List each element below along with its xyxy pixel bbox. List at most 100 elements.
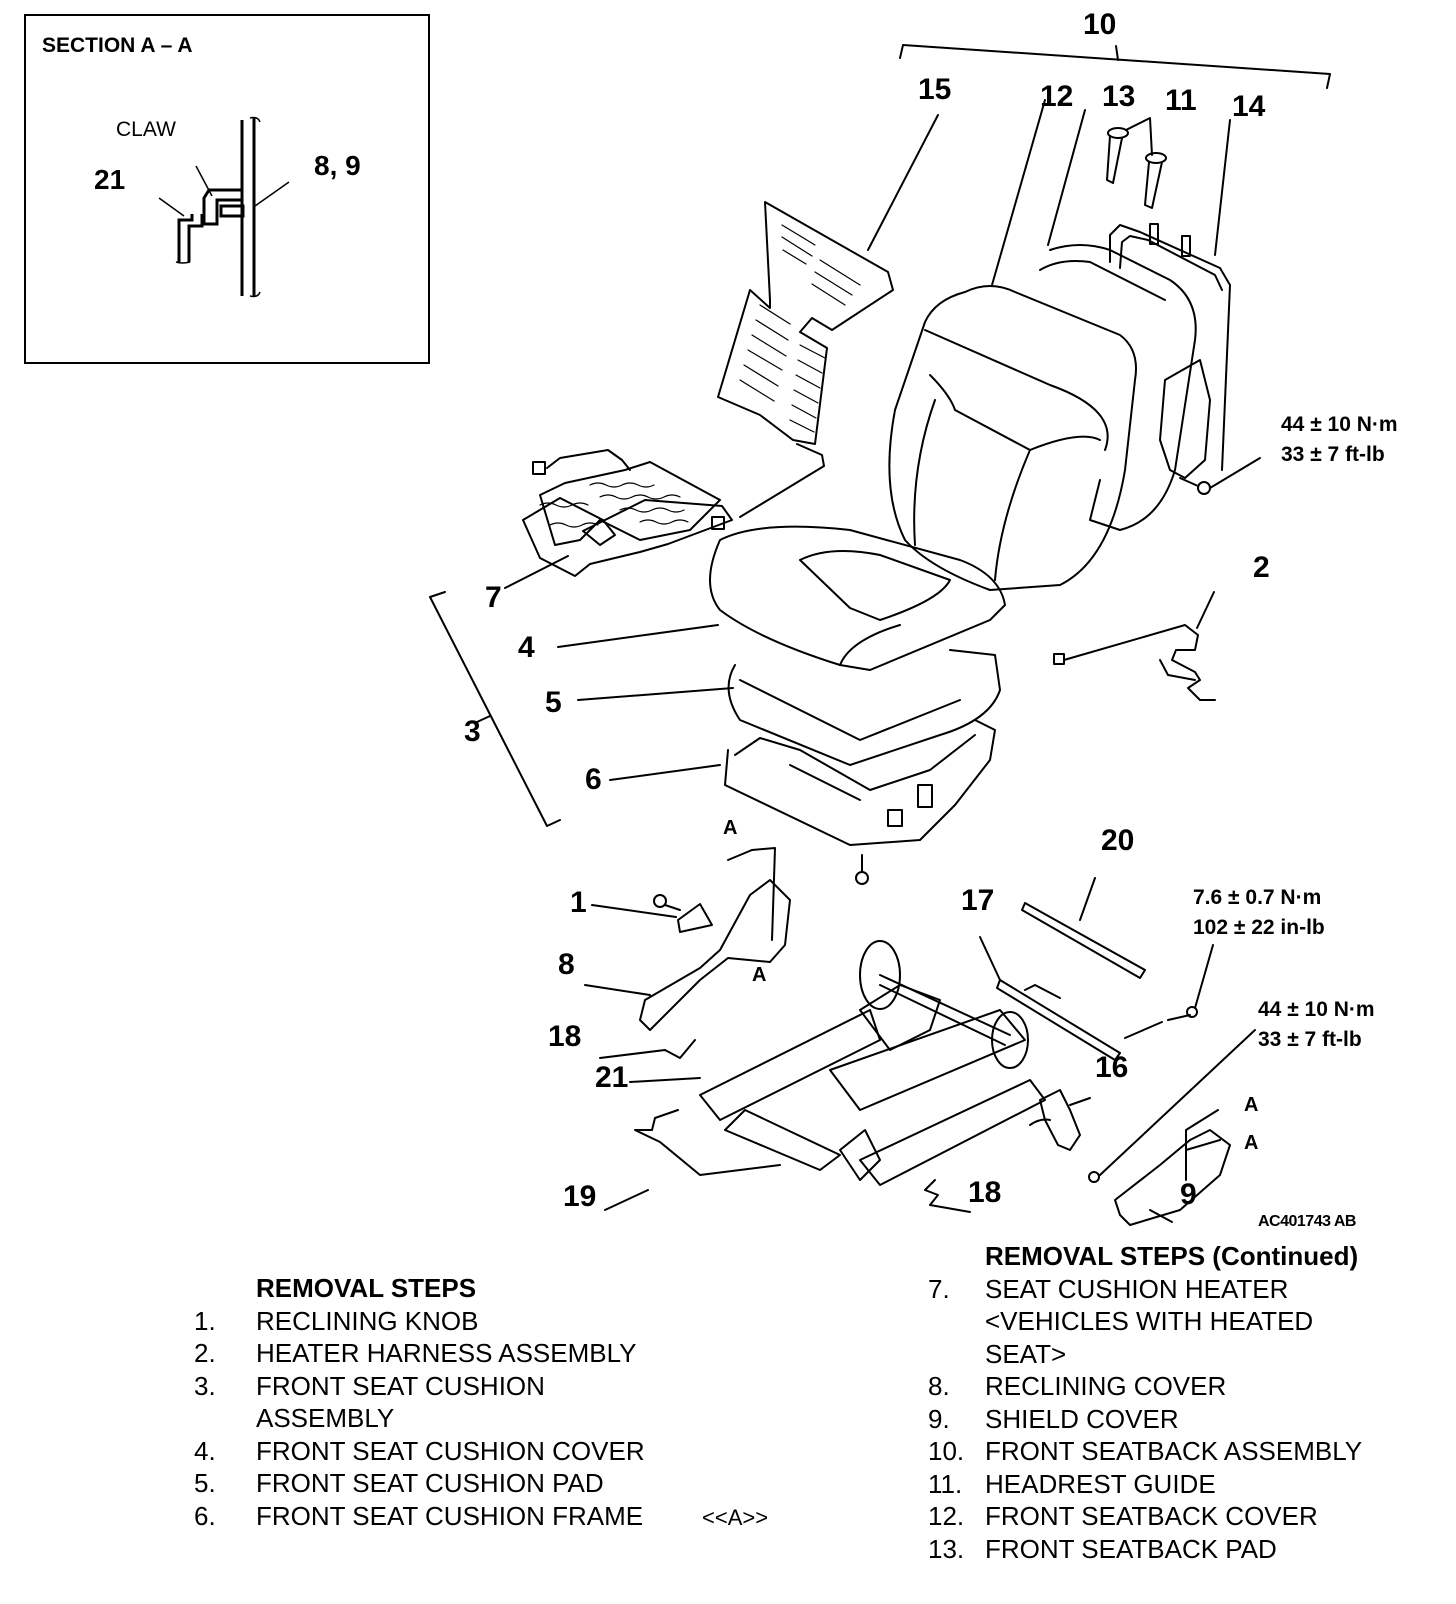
section-marker-a: A <box>1244 1132 1259 1154</box>
callout-18-right: 18 <box>968 1176 1002 1209</box>
clip-18-left <box>599 1039 696 1059</box>
step-item: 11. HEADREST GUIDE <box>928 1468 1448 1501</box>
callout-9: 9 <box>1180 1178 1197 1211</box>
buckle-16 <box>1029 1089 1091 1151</box>
callout-6: 6 <box>585 763 602 796</box>
section-marker-a: A <box>723 817 738 839</box>
step-item: 9. SHIELD COVER <box>928 1403 1448 1436</box>
step-number: 1. <box>194 1305 216 1336</box>
step-number: 3. <box>194 1370 216 1401</box>
bolt-seatback <box>1179 457 1261 495</box>
bracket-3 <box>429 591 561 827</box>
step-item: 5. FRONT SEAT CUSHION PAD <box>194 1467 834 1500</box>
torque-imperial: 102 ± 22 in-lb <box>1193 916 1325 939</box>
callout-20: 20 <box>1101 824 1135 857</box>
torque-spec-shield: 44 ± 10 N·m 33 ± 7 ft-lb <box>1258 995 1375 1055</box>
step-text: FRONT SEATBACK PAD <box>985 1533 1277 1564</box>
step-number: 11. <box>928 1468 963 1499</box>
section-title: SECTION A – A <box>42 34 193 57</box>
step-item: 12. FRONT SEATBACK COVER <box>928 1500 1448 1533</box>
callout-8: 8 <box>558 948 575 981</box>
step-number: 5. <box>194 1468 216 1498</box>
step-text: HEADREST GUIDE <box>985 1468 1216 1499</box>
bar-17 <box>979 936 1121 1061</box>
step-text: FRONT SEATBACK COVER <box>985 1501 1318 1531</box>
callout-18-left: 18 <box>548 1020 582 1053</box>
claw-section-drawing <box>158 116 290 298</box>
step-number: 8. <box>928 1371 950 1401</box>
step-text: HEATER HARNESS ASSEMBLY <box>256 1338 637 1368</box>
torque-imperial: 33 ± 7 ft-lb <box>1258 1028 1362 1051</box>
cushion-frame-6 <box>609 719 996 846</box>
step-number: 9. <box>928 1403 950 1434</box>
step-number: 12. <box>928 1501 965 1531</box>
step-number: 10. <box>928 1436 965 1466</box>
step-number: 13. <box>928 1533 965 1564</box>
clip-18-right <box>924 1179 971 1213</box>
step-text: RECLINING COVER <box>985 1371 1227 1401</box>
step-text: FRONT SEAT CUSHION COVER <box>256 1435 645 1466</box>
step-number: 2. <box>194 1338 216 1368</box>
claw-label: CLAW <box>116 118 176 141</box>
step-item: 4.FRONT SEAT CUSHION COVER <box>194 1435 834 1468</box>
step-text: RECLINING KNOB <box>256 1305 479 1336</box>
torque-imperial: 33 ± 7 ft-lb <box>1281 443 1385 466</box>
torque-metric: 44 ± 10 N·m <box>1258 998 1375 1021</box>
section-marker-a: A <box>1244 1094 1259 1116</box>
removal-steps-left: REMOVAL STEPS 1. RECLINING KNOB 2. HEATER … <box>194 1272 834 1532</box>
step-item: 13. FRONT SEATBACK PAD <box>928 1533 1448 1566</box>
removal-steps-heading: REMOVAL STEPS <box>256 1273 477 1303</box>
torque-metric: 44 ± 10 N·m <box>1281 413 1398 436</box>
step-text: SHIELD COVER <box>985 1403 1179 1434</box>
step-item: 3. FRONT SEAT CUSHION ASSEMBLY <box>194 1370 834 1435</box>
cushion-pad-5 <box>577 649 1001 766</box>
step-text: FRONT SEATBACK ASSEMBLY <box>985 1436 1363 1466</box>
callout-15: 15 <box>918 73 952 106</box>
bolt-cushion-frame <box>855 854 869 885</box>
callout-12: 12 <box>1040 80 1074 113</box>
step-number: 7. <box>928 1273 950 1304</box>
callout-10: 10 <box>1083 8 1117 41</box>
callout-3: 3 <box>464 715 481 748</box>
removal-steps-right: REMOVAL STEPS (Continued) 7. SEAT CUSHION… <box>928 1240 1448 1565</box>
callout-11: 11 <box>1165 84 1197 117</box>
callout-5: 5 <box>545 686 562 719</box>
wire-19 <box>604 1109 781 1211</box>
callout-13: 13 <box>1102 80 1136 113</box>
callout-19: 19 <box>563 1180 597 1213</box>
exploded-seat-diagram <box>429 44 1331 1226</box>
callout-21: 21 <box>595 1061 629 1094</box>
reclining-cover-8 <box>584 847 791 1031</box>
step-text: SEAT CUSHION HEATER <VEHICLES WITH HEATE… <box>985 1273 1314 1369</box>
headrest-guides-11 <box>1106 117 1167 209</box>
figure-reference-code: AC401743 AB <box>1258 1213 1356 1230</box>
step-number: 6. <box>194 1500 216 1531</box>
procedure-note-a: <<A>> <box>702 1504 769 1530</box>
callout-4: 4 <box>518 631 535 664</box>
section-callout-8-9: 8, 9 <box>314 150 361 181</box>
callout-17: 17 <box>961 884 995 917</box>
callout-1: 1 <box>570 886 587 919</box>
cushion-heater-7 <box>504 449 733 589</box>
section-a-a-inset: SECTION A – A CLAW 21 8, 9 <box>24 14 430 364</box>
shield-cover-9 <box>1088 1029 1256 1226</box>
seatback-frame-14 <box>1109 119 1231 479</box>
cushion-cover-4 <box>557 525 1006 671</box>
reclining-knob-1 <box>591 894 713 933</box>
step-item: 6.FRONT SEAT CUSHION FRAME<<A>> <box>194 1500 834 1533</box>
step-item: 2. HEATER HARNESS ASSEMBLY <box>194 1337 834 1370</box>
step-item: 1. RECLINING KNOB <box>194 1305 834 1338</box>
step-item: 8. RECLINING COVER <box>928 1370 1448 1403</box>
torque-metric: 7.6 ± 0.7 N·m <box>1193 886 1322 909</box>
seatback-heater-15 <box>711 114 939 530</box>
callout-7: 7 <box>485 581 502 614</box>
bar-20 <box>1021 877 1146 979</box>
heater-harness-2 <box>1053 591 1216 701</box>
callout-2: 2 <box>1253 551 1270 584</box>
section-callout-21: 21 <box>94 164 126 195</box>
removal-steps-heading-continued: REMOVAL STEPS (Continued) <box>985 1241 1359 1271</box>
torque-spec-bar: 7.6 ± 0.7 N·m 102 ± 22 in-lb <box>1193 883 1325 943</box>
step-text: FRONT SEAT CUSHION ASSEMBLY <box>256 1370 545 1434</box>
step-text: FRONT SEAT CUSHION PAD <box>256 1468 604 1498</box>
seatback-cover-12 <box>888 99 1137 591</box>
